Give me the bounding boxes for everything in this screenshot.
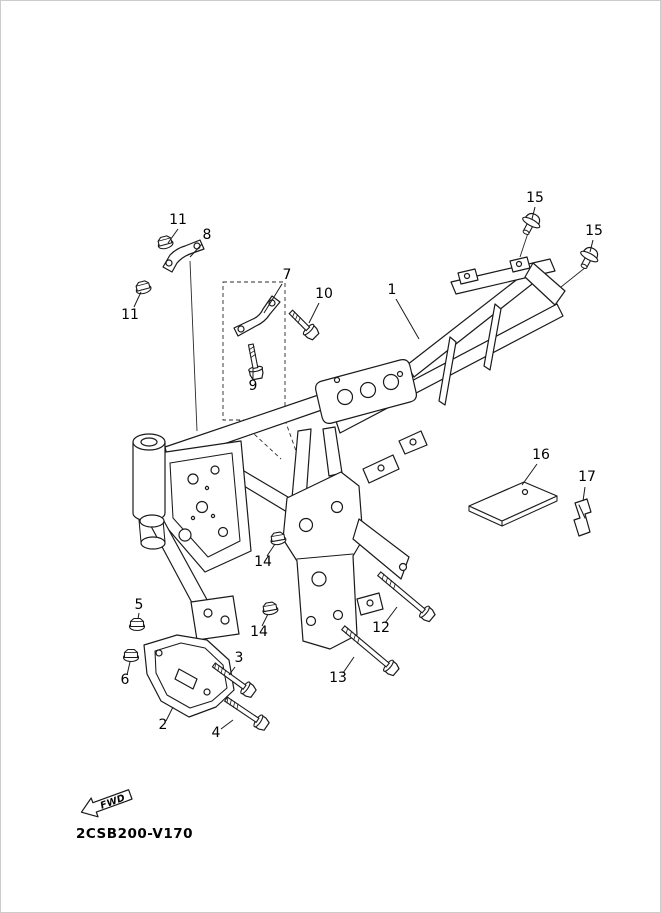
bolt-12 bbox=[374, 567, 438, 625]
callout-number: 11 bbox=[169, 212, 187, 228]
callout-16: 16 bbox=[521, 447, 550, 486]
callout-4: 4 bbox=[212, 719, 234, 741]
callout-number: 3 bbox=[235, 650, 244, 666]
callout-leader bbox=[220, 719, 234, 730]
callout-leader bbox=[261, 613, 269, 627]
callout-9: 9 bbox=[249, 369, 258, 394]
steering-head bbox=[132, 433, 166, 550]
fwd-label: FWD bbox=[99, 793, 127, 812]
clip-17 bbox=[573, 498, 592, 537]
engine-guard-plate bbox=[143, 634, 235, 718]
main-frame bbox=[144, 256, 566, 650]
callout-leader bbox=[531, 206, 536, 220]
nut-6 bbox=[122, 648, 140, 663]
callout-15: 15 bbox=[585, 223, 603, 253]
bolt-10 bbox=[285, 306, 322, 343]
callout-14: 14 bbox=[254, 543, 276, 570]
callout-leader bbox=[395, 298, 420, 340]
callout-leader bbox=[126, 661, 131, 676]
callout-leader bbox=[263, 283, 283, 314]
damper-15a bbox=[516, 209, 545, 239]
callout-number: 8 bbox=[203, 227, 212, 243]
callout-8: 8 bbox=[189, 227, 212, 258]
bolt-4 bbox=[221, 692, 272, 733]
callout-leader bbox=[133, 291, 142, 308]
callout-1: 1 bbox=[388, 282, 420, 340]
callout-number: 13 bbox=[329, 670, 347, 686]
nut-11a bbox=[155, 234, 175, 251]
callout-11: 11 bbox=[121, 291, 142, 323]
callout-number: 16 bbox=[532, 447, 550, 463]
callout-leader bbox=[167, 228, 179, 244]
damper-15b bbox=[574, 243, 603, 273]
callout-number: 1 bbox=[388, 282, 397, 298]
nut-5 bbox=[128, 617, 146, 632]
bolt-13 bbox=[338, 621, 402, 679]
plate-16 bbox=[468, 481, 558, 527]
callout-leader bbox=[228, 666, 236, 676]
callout-number: 11 bbox=[121, 307, 139, 323]
callout-leader bbox=[384, 606, 398, 624]
callout-number: 5 bbox=[135, 597, 144, 613]
callout-2: 2 bbox=[159, 706, 174, 733]
bracket-7 bbox=[233, 295, 281, 337]
callout-10: 10 bbox=[308, 286, 333, 324]
callout-leader bbox=[189, 243, 203, 258]
callout-6: 6 bbox=[121, 661, 131, 688]
callout-number: 10 bbox=[315, 286, 333, 302]
callout-leader bbox=[165, 706, 174, 722]
callout-14: 14 bbox=[250, 613, 269, 640]
callout-leader bbox=[266, 543, 276, 557]
callout-leader bbox=[342, 656, 355, 674]
callout-leader bbox=[137, 612, 140, 620]
callout-number: 4 bbox=[212, 725, 221, 741]
callout-17: 17 bbox=[578, 469, 596, 502]
nut-11b bbox=[133, 279, 153, 296]
callout-3: 3 bbox=[228, 650, 244, 676]
callout-number: 12 bbox=[372, 620, 390, 636]
bracket-8 bbox=[162, 239, 205, 273]
callout-layer: 11 8 11 7 10 9 1 15 15 16 17 14 14 12 13 5 6 3 4 2 bbox=[121, 190, 603, 741]
callout-number: 15 bbox=[526, 190, 544, 206]
fwd-arrow-icon bbox=[80, 789, 133, 818]
callout-15: 15 bbox=[526, 190, 544, 220]
callout-leader bbox=[521, 463, 538, 486]
callout-7: 7 bbox=[263, 267, 292, 314]
callout-number: 9 bbox=[249, 378, 258, 394]
callout-5: 5 bbox=[135, 597, 144, 620]
callout-number: 7 bbox=[283, 267, 292, 283]
callout-number: 2 bbox=[159, 717, 168, 733]
callout-number: 14 bbox=[250, 624, 268, 640]
callout-number: 17 bbox=[578, 469, 596, 485]
callout-number: 15 bbox=[585, 223, 603, 239]
callout-11: 11 bbox=[167, 212, 187, 244]
nut-14b bbox=[261, 600, 280, 617]
fwd-indicator: FWD bbox=[80, 789, 133, 818]
callout-leader bbox=[589, 239, 594, 253]
part-code-label: 2CSB200-V170 bbox=[76, 826, 193, 842]
callout-12: 12 bbox=[372, 606, 398, 636]
callout-number: 6 bbox=[121, 672, 130, 688]
callout-13: 13 bbox=[329, 656, 355, 686]
bolt-9 bbox=[243, 342, 265, 381]
frame-illustration bbox=[122, 209, 603, 733]
callout-leader bbox=[582, 486, 586, 502]
callout-number: 14 bbox=[254, 554, 272, 570]
callout-leader bbox=[308, 302, 320, 324]
